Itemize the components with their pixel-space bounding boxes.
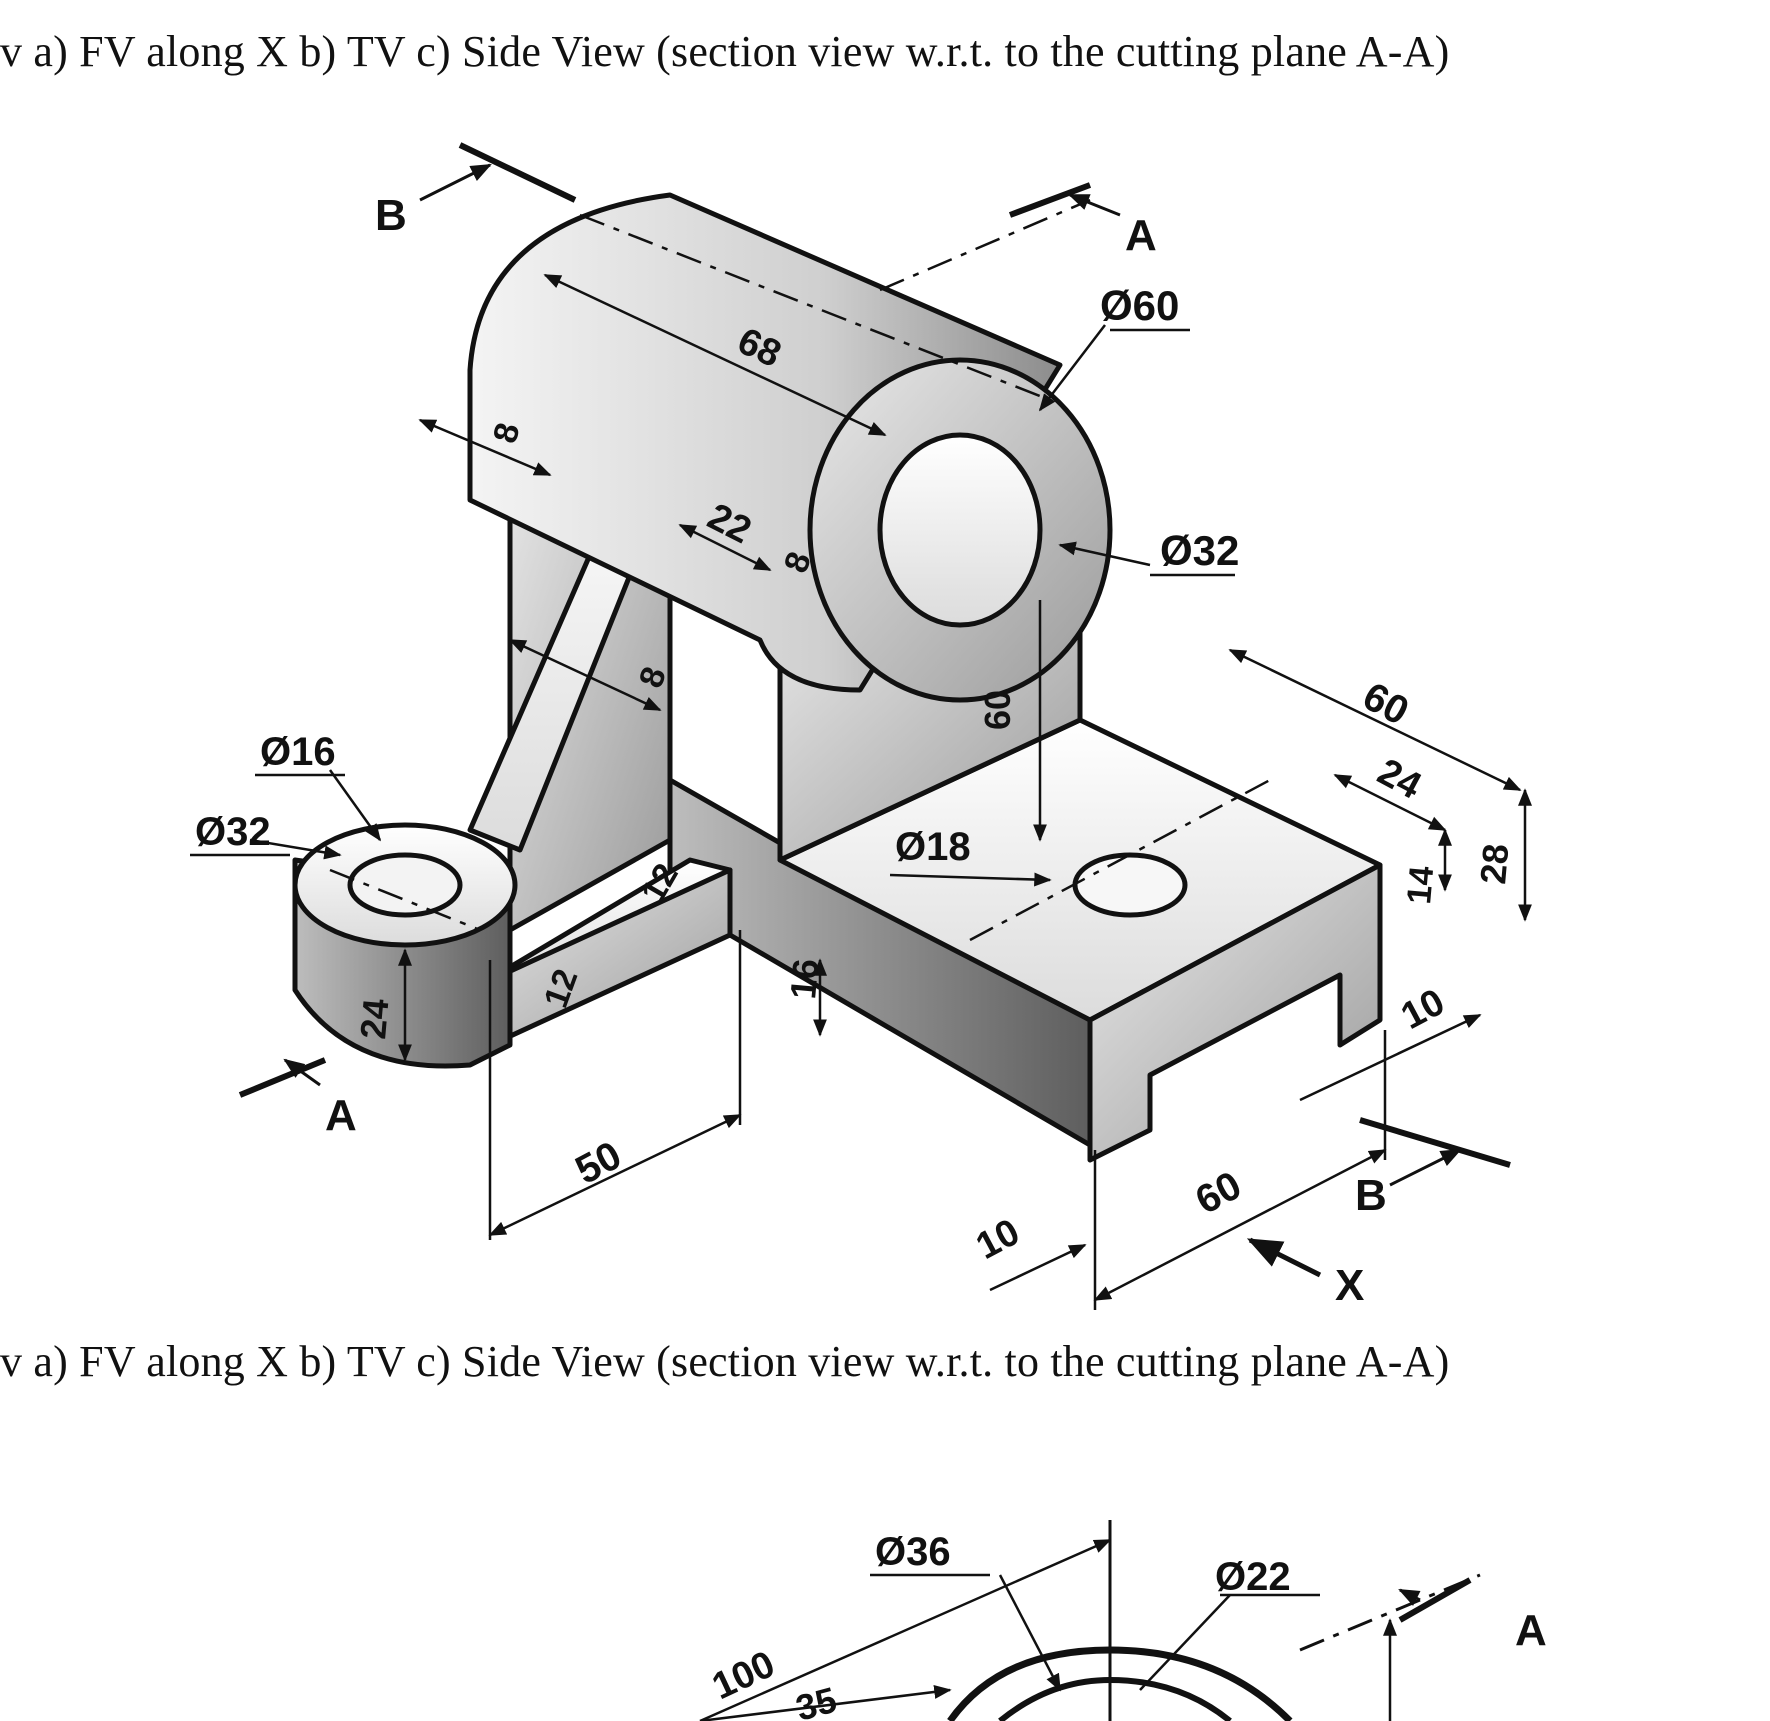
- dim-w24: 24: [1371, 751, 1428, 808]
- cylinder-bore: [877, 432, 1043, 628]
- dim-w10-bottom: 10: [970, 1211, 1027, 1268]
- dim-w60-right: 60: [1356, 674, 1416, 734]
- dimension-lines: [190, 273, 1532, 1310]
- figure2-geometry: [699, 1520, 1481, 1721]
- label-x: X: [1335, 1261, 1364, 1310]
- dim-d18: Ø18: [895, 825, 971, 869]
- fig2-dim-l35: 35: [791, 1679, 840, 1721]
- fig2-dim-d22: Ø22: [1215, 1555, 1291, 1599]
- caption-top: v a) FV along X b) TV c) Side View (sect…: [0, 27, 1450, 76]
- boss-hole: [347, 852, 463, 918]
- dim-h24: 24: [352, 997, 396, 1040]
- dim-d32-left: Ø32: [195, 810, 271, 854]
- part-geometry: [292, 192, 1383, 1163]
- label-a-bottom: A: [325, 1091, 357, 1140]
- label-b-bottom: B: [1355, 1171, 1387, 1220]
- dim-d16: Ø16: [260, 730, 336, 774]
- dim-h28: 28: [1472, 842, 1516, 885]
- label-b-top: B: [375, 191, 407, 240]
- center-lines: [329, 198, 1271, 942]
- fig2-dim-d36: Ø36: [875, 1530, 951, 1574]
- base-hole: [1072, 852, 1188, 918]
- figure2-labels: Ø36 Ø22 100 35 A: [706, 1530, 1547, 1721]
- dim-w50: 50: [569, 1133, 629, 1193]
- fig2-dim-l100: 100: [706, 1643, 781, 1708]
- dim-d60-top: Ø60: [1100, 282, 1179, 329]
- caption-middle: v a) FV along X b) TV c) Side View (sect…: [0, 1337, 1450, 1386]
- dim-h14: 14: [1400, 865, 1441, 906]
- dim-w10-right: 10: [1395, 981, 1452, 1038]
- label-a-top: A: [1125, 211, 1157, 260]
- dim-h16: 16: [782, 957, 826, 1000]
- dim-h60: 60: [977, 690, 1018, 730]
- dim-w60-bottom: 60: [1189, 1163, 1249, 1223]
- fig2-label-a: A: [1515, 1606, 1547, 1655]
- section-letters: B A A B X: [325, 191, 1387, 1310]
- dim-d32-right: Ø32: [1160, 527, 1239, 574]
